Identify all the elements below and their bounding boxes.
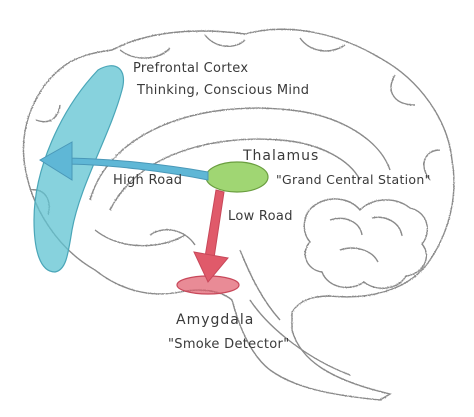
thalamus-subtitle: "Grand Central Station" xyxy=(276,172,431,187)
amygdala-title: Amygdala xyxy=(176,312,254,328)
thalamus-title: Thalamus xyxy=(242,148,319,164)
high-road-arrow xyxy=(39,141,209,181)
prefrontal-cortex-subtitle: Thinking, Conscious Mind xyxy=(136,83,309,98)
prefrontal-cortex-region xyxy=(33,65,124,273)
prefrontal-cortex-title: Prefrontal Cortex xyxy=(133,61,248,76)
amygdala-subtitle: "Smoke Detector" xyxy=(168,337,289,352)
low-road-arrow xyxy=(193,189,229,283)
low-road-label: Low Road xyxy=(228,209,293,224)
high-road-label: High Road xyxy=(113,173,182,188)
thalamus-region xyxy=(205,161,269,193)
